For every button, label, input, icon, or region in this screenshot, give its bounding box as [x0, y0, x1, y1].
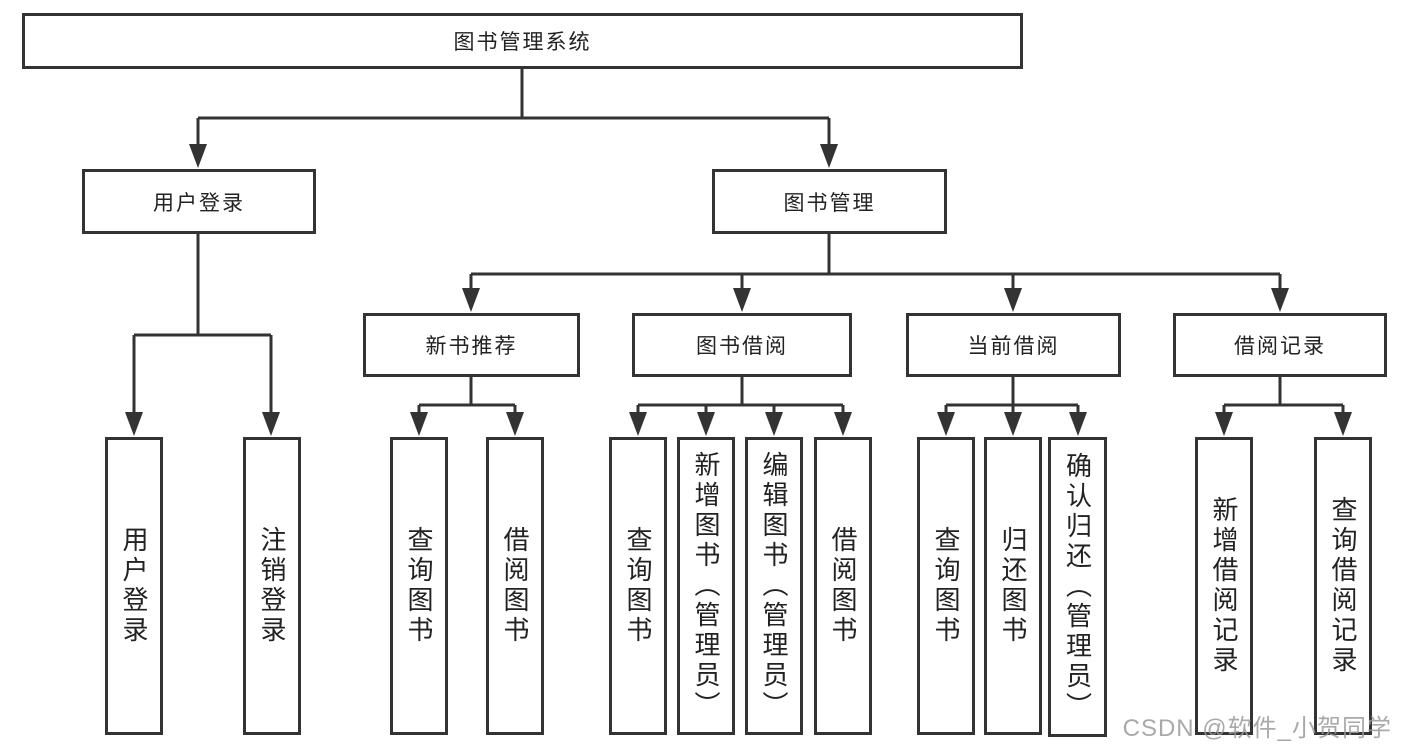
leaf-confirm-return-admin: 确认归还（管理员）: [1048, 437, 1107, 737]
leaf-newbook-query: 查询图书: [390, 437, 448, 735]
leaf-borrow-edit-admin-label: 编辑图书（管理员）: [759, 451, 789, 721]
leaf-borrow-query: 查询图书: [609, 437, 667, 735]
leaf-query-borrow-record-label: 查询借阅记录: [1328, 496, 1358, 676]
node-book-borrow: 图书借阅: [632, 313, 852, 377]
node-book-management-label: 图书管理: [783, 191, 876, 215]
leaf-newbook-query-label: 查询图书: [404, 526, 434, 646]
node-current-borrow: 当前借阅: [906, 313, 1121, 377]
leaf-current-query-label: 查询图书: [931, 526, 961, 646]
leaf-user-login-label: 用户登录: [119, 526, 149, 646]
leaf-current-query: 查询图书: [917, 437, 975, 735]
node-book-management: 图书管理: [712, 169, 947, 234]
leaf-logout: 注销登录: [243, 437, 301, 735]
node-user-login-label: 用户登录: [153, 191, 245, 215]
leaf-return-book: 归还图书: [984, 437, 1042, 735]
node-borrow-records-label: 借阅记录: [1234, 335, 1326, 358]
leaf-borrow-book-label: 借阅图书: [828, 526, 858, 646]
node-user-login: 用户登录: [82, 169, 316, 234]
leaf-logout-label: 注销登录: [257, 526, 287, 646]
leaf-user-login: 用户登录: [105, 437, 163, 735]
leaf-borrow-book: 借阅图书: [814, 437, 872, 735]
csdn-watermark: CSDN @软件_小贺同学: [1122, 715, 1392, 742]
node-root: 图书管理系统: [22, 13, 1023, 69]
leaf-add-borrow-record: 新增借阅记录: [1195, 437, 1253, 735]
leaf-query-borrow-record: 查询借阅记录: [1314, 437, 1372, 735]
node-borrow-records: 借阅记录: [1173, 313, 1387, 377]
leaf-borrow-add-admin: 新增图书（管理员）: [677, 437, 735, 735]
leaf-borrow-query-label: 查询图书: [623, 526, 653, 646]
node-current-borrow-label: 当前借阅: [967, 335, 1060, 358]
leaf-borrow-edit-admin: 编辑图书（管理员）: [745, 437, 803, 735]
leaf-newbook-borrow-label: 借阅图书: [500, 526, 530, 646]
leaf-newbook-borrow: 借阅图书: [486, 437, 544, 735]
leaf-confirm-return-admin-label: 确认归还（管理员）: [1062, 452, 1093, 722]
node-root-label: 图书管理系统: [453, 31, 592, 54]
leaf-add-borrow-record-label: 新增借阅记录: [1209, 496, 1239, 676]
leaf-borrow-add-admin-label: 新增图书（管理员）: [691, 451, 721, 721]
node-book-borrow-label: 图书借阅: [696, 335, 788, 358]
node-new-book-recommend-label: 新书推荐: [425, 335, 518, 358]
arrowheads: [125, 144, 1352, 436]
leaf-return-book-label: 归还图书: [998, 526, 1028, 646]
node-new-book-recommend: 新书推荐: [363, 313, 580, 377]
